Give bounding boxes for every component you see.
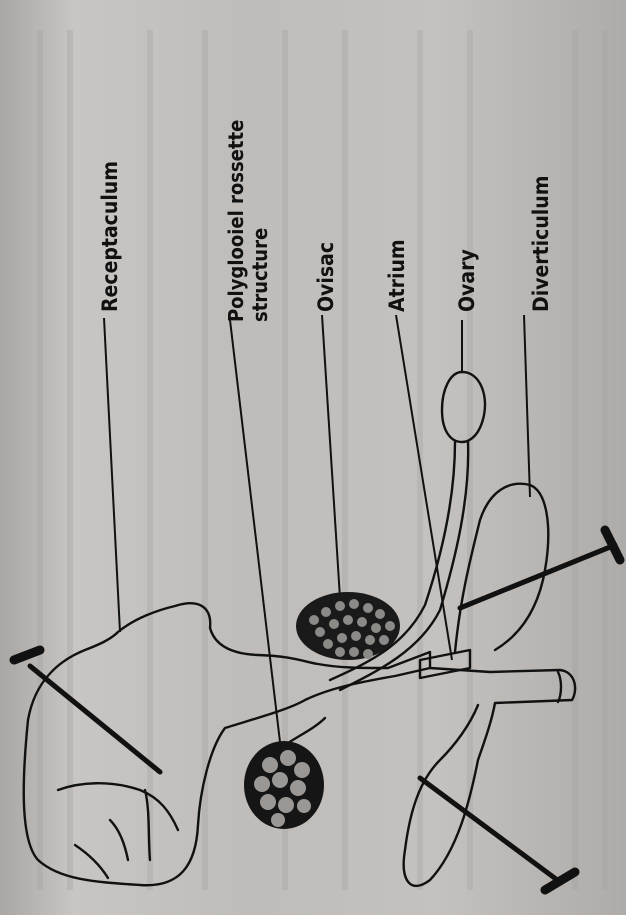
receptaculum-lower-fold [75, 845, 108, 878]
ovary-bulb [442, 372, 485, 442]
dissection-pins [14, 530, 620, 890]
diverticulum-stem [404, 668, 575, 886]
pin-top-left [14, 650, 160, 772]
receptaculum-inner-fold-3 [110, 820, 128, 860]
leader-receptaculum [104, 318, 120, 632]
ovisac-mass [296, 592, 400, 660]
label-polyglandular-line1: Polyglooiel rossette [224, 120, 248, 322]
label-diverticulum: Diverticulum [529, 176, 553, 312]
pin-top-right [460, 530, 620, 608]
leader-diverticulum [524, 315, 530, 497]
diverticulum-end-cap [558, 672, 561, 702]
label-ovisac: Ovisac [314, 242, 338, 312]
pin-bottom-right [420, 778, 575, 890]
leader-ovisac [322, 315, 340, 598]
labels: Receptaculum Polyglooiel rossette struct… [98, 120, 553, 322]
label-polyglandular-line2: structure [248, 228, 272, 322]
label-ovary: Ovary [455, 249, 479, 312]
rosette-duct [285, 718, 325, 745]
label-atrium: Atrium [385, 239, 409, 312]
leader-lines [104, 315, 530, 742]
ovisac [296, 592, 400, 660]
background-text-streaks [40, 30, 605, 890]
label-receptaculum: Receptaculum [98, 161, 122, 312]
leader-polyglandular [230, 320, 280, 742]
receptaculum-inner-fold [58, 783, 178, 830]
rosette-structure [244, 741, 324, 829]
